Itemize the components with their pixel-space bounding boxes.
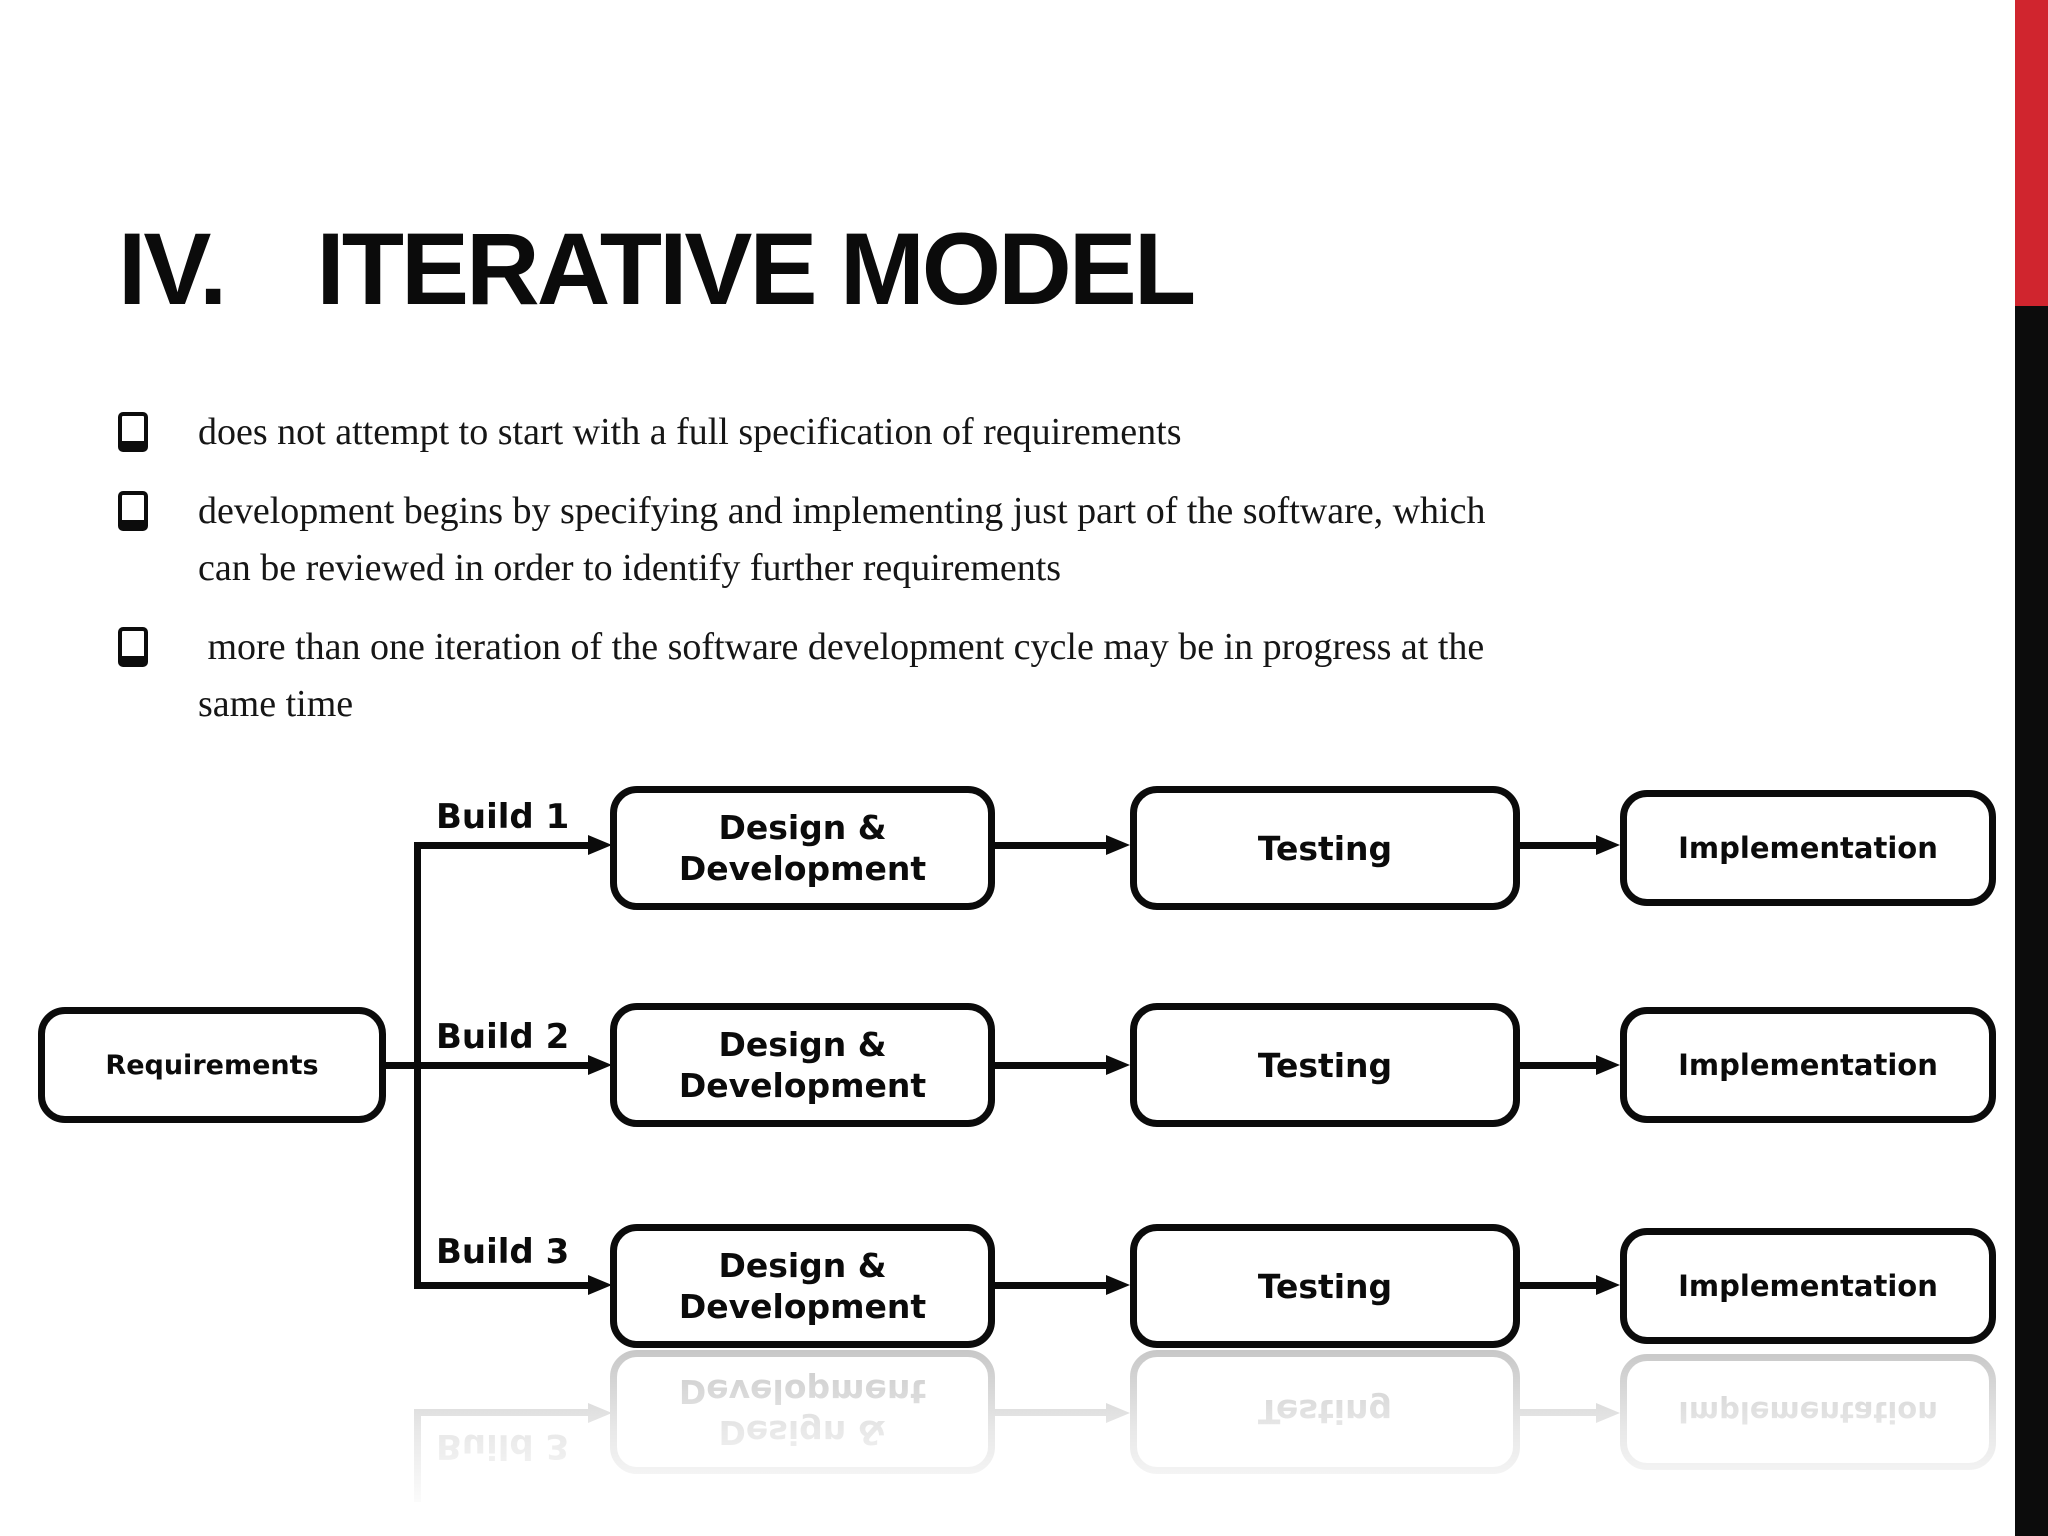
requirements-connector-line (386, 1062, 416, 1069)
title-number: IV. (118, 212, 227, 326)
arrowhead-icon (1596, 835, 1620, 855)
build3-branch-stub (414, 1196, 421, 1289)
bullet-text: more than one iteration of the software … (198, 619, 1484, 733)
design-label-line1: Design & (718, 1024, 887, 1064)
build2-arrow-line (414, 1062, 590, 1069)
build2-label: Build 2 (436, 1017, 570, 1057)
implementation-label: Implementation (1678, 1048, 1938, 1082)
arrowhead-icon (1106, 1055, 1130, 1075)
checkbox-bullet-icon (118, 412, 148, 452)
arrowhead-icon (1596, 1275, 1620, 1295)
checkbox-bullet-icon (118, 627, 148, 667)
design-development-box-row2: Design & Development (610, 1003, 995, 1127)
row1-connector-line2 (1520, 842, 1598, 849)
bullet-item: more than one iteration of the software … (118, 619, 1598, 733)
implementation-label: Implementation (1678, 831, 1938, 865)
row2-connector-line2 (1520, 1062, 1598, 1069)
checkbox-bullet-icon (118, 491, 148, 531)
testing-box-row1: Testing (1130, 786, 1520, 910)
bullet-line: does not attempt to start with a full sp… (198, 411, 1182, 453)
bullet-line: more than one iteration of the software … (198, 626, 1485, 668)
row3-connector-line (995, 1282, 1108, 1289)
implementation-box-row3: Implementation (1620, 1228, 1996, 1344)
testing-box-row3: Testing (1130, 1224, 1520, 1348)
design-label-line1: Design & (718, 1245, 887, 1285)
requirements-box: Requirements (38, 1007, 386, 1123)
requirements-label: Requirements (105, 1049, 319, 1081)
bullet-item: does not attempt to start with a full sp… (118, 404, 1598, 461)
arrowhead-icon (588, 835, 612, 855)
arrowhead-icon (588, 1275, 612, 1295)
build3-row: Build 3 Design & Development Testing Imp… (0, 1196, 2048, 1348)
design-label-line2: Development (678, 1287, 927, 1326)
reflection-fade-overlay (0, 1348, 2010, 1534)
bullet-line: development begins by specifying and imp… (198, 490, 1486, 532)
bullet-list: does not attempt to start with a full sp… (118, 404, 1598, 755)
arrowhead-icon (1596, 1055, 1620, 1075)
testing-label: Testing (1257, 828, 1393, 868)
implementation-label: Implementation (1678, 1269, 1938, 1303)
build3-arrow-line (414, 1282, 590, 1289)
testing-box-row2: Testing (1130, 1003, 1520, 1127)
design-label-line2: Development (678, 1066, 927, 1105)
accent-bar-red (2015, 0, 2048, 306)
bullet-line: same time (198, 683, 354, 725)
design-label-line1: Design & (718, 807, 887, 847)
title-text: ITERATIVE MODEL (316, 212, 1196, 326)
row3-connector-line2 (1520, 1282, 1598, 1289)
design-development-box-row1: Design & Development (610, 786, 995, 910)
bullet-text: does not attempt to start with a full sp… (198, 404, 1182, 461)
testing-label: Testing (1257, 1266, 1393, 1306)
accent-bar-black (2015, 306, 2048, 1536)
arrowhead-icon (1106, 835, 1130, 855)
page-title: IV. ITERATIVE MODEL (118, 212, 1196, 326)
row2-connector-line (995, 1062, 1108, 1069)
build3-label: Build 3 (436, 1232, 570, 1272)
design-label-line2: Development (678, 849, 927, 888)
bullet-item: development begins by specifying and imp… (118, 483, 1598, 597)
build1-arrow-line (414, 842, 590, 849)
build1-label: Build 1 (436, 797, 570, 837)
row1-connector-line (995, 842, 1108, 849)
arrowhead-icon (1106, 1275, 1130, 1295)
arrowhead-icon (588, 1055, 612, 1075)
bullet-text: development begins by specifying and imp… (198, 483, 1485, 597)
testing-label: Testing (1257, 1045, 1393, 1085)
bullet-line: can be reviewed in order to identify fur… (198, 547, 1062, 589)
design-development-box-row3: Design & Development (610, 1224, 995, 1348)
implementation-box-row1: Implementation (1620, 790, 1996, 906)
implementation-box-row2: Implementation (1620, 1007, 1996, 1123)
